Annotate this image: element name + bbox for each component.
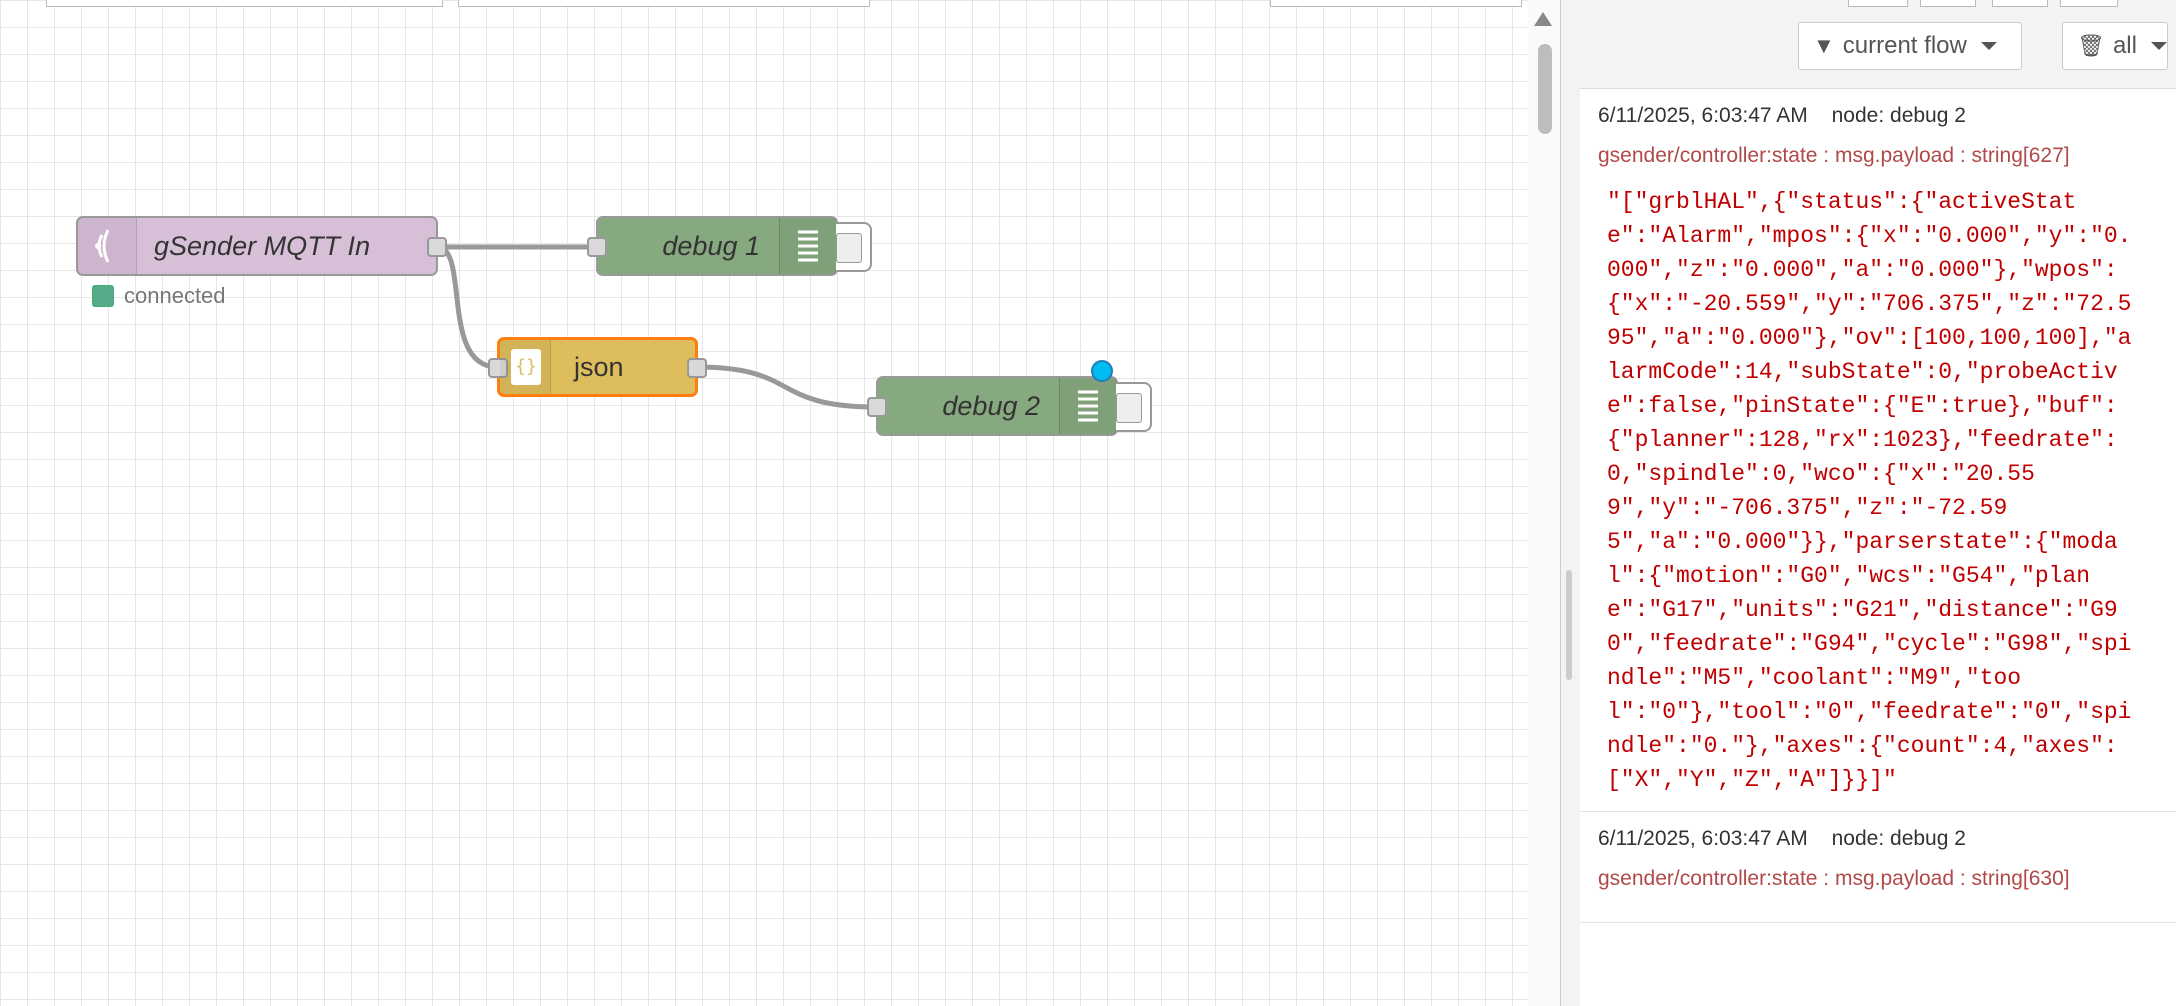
message-timestamp: 6/11/2025, 6:03:47 AM	[1598, 827, 1808, 850]
list-icon	[779, 218, 836, 274]
debug-message[interactable]: 6/11/2025, 6:03:47 AM node: debug 2 gsen…	[1580, 812, 2176, 923]
status-dot-icon	[92, 285, 114, 307]
message-node-link[interactable]: node: debug 2	[1831, 104, 1966, 127]
scrollbar-thumb[interactable]	[1538, 44, 1552, 134]
clear-label: all	[2112, 32, 2137, 59]
debug-1-node[interactable]: debug 1	[587, 216, 838, 276]
sidebar-tab[interactable]	[1920, 0, 1976, 7]
flow-tab[interactable]	[458, 0, 870, 7]
node-label: debug 2	[942, 391, 1040, 421]
wire[interactable]	[696, 364, 877, 410]
debug-sidebar: ▼ current flow 🗑 all 6/11/2025, 6:03:47 …	[1580, 0, 2176, 1006]
node-label: debug 1	[662, 231, 760, 261]
debug-toggle-button[interactable]	[1116, 382, 1152, 432]
sidebar-tab[interactable]	[1848, 0, 1908, 7]
mqtt-in-node[interactable]: gSender MQTT In	[76, 216, 447, 276]
input-port[interactable]	[587, 237, 607, 257]
flow-tab[interactable]	[46, 0, 443, 7]
json-file-icon: {}	[500, 340, 551, 394]
filter-label: current flow	[1842, 32, 1967, 59]
message-timestamp: 6/11/2025, 6:03:47 AM	[1598, 104, 1808, 127]
message-meta: 6/11/2025, 6:03:47 AM node: debug 2	[1598, 101, 2160, 131]
vertical-scrollbar[interactable]	[1528, 0, 1560, 1006]
wires-layer	[436, 244, 877, 410]
message-meta: 6/11/2025, 6:03:47 AM node: debug 2	[1598, 824, 2160, 854]
debug-messages[interactable]: 6/11/2025, 6:03:47 AM node: debug 2 gsen…	[1580, 89, 2176, 1006]
output-port[interactable]	[687, 358, 707, 378]
input-port[interactable]	[867, 397, 887, 417]
changed-indicator-icon	[1091, 360, 1113, 382]
flow-tab[interactable]	[1270, 0, 1522, 7]
debug-message[interactable]: 6/11/2025, 6:03:47 AM node: debug 2 gsen…	[1580, 89, 2176, 812]
message-payload[interactable]: "["grblHAL",{"status":{"activeState":"Al…	[1607, 189, 2132, 793]
sidebar-tab[interactable]	[2060, 0, 2118, 7]
chevron-down-icon	[1980, 42, 1997, 50]
node-label: gSender MQTT In	[154, 231, 371, 261]
chevron-down-icon	[2150, 42, 2167, 50]
sidebar-divider[interactable]	[1560, 0, 1582, 1006]
status-text: connected	[124, 283, 226, 308]
json-node[interactable]: {} json	[488, 337, 707, 397]
message-topic: gsender/controller:state : msg.payload :…	[1598, 144, 2070, 167]
output-port[interactable]	[427, 237, 447, 257]
sidebar-tab[interactable]	[1992, 0, 2048, 7]
filter-icon: ▼	[1813, 33, 1835, 58]
filter-dropdown[interactable]: ▼ current flow	[1798, 22, 2022, 70]
debug-toolbar: ▼ current flow 🗑 all	[1580, 0, 2176, 89]
bridge-wireless-icon	[78, 218, 137, 274]
node-label: json	[574, 352, 624, 382]
list-icon	[1059, 378, 1116, 434]
node-status: connected	[92, 283, 226, 309]
input-port[interactable]	[488, 358, 508, 378]
trash-icon: 🗑	[2077, 33, 2105, 58]
resize-handle[interactable]	[1566, 570, 1572, 680]
message-node-link[interactable]: node: debug 2	[1831, 827, 1966, 850]
flow-workspace[interactable]: gSender MQTT In connected debug 1 {} jso…	[0, 0, 1560, 1006]
scroll-up-icon[interactable]	[1534, 12, 1552, 26]
message-topic: gsender/controller:state : msg.payload :…	[1598, 867, 2070, 890]
debug-toggle-button[interactable]	[836, 222, 872, 272]
wire[interactable]	[436, 244, 498, 370]
debug-2-node[interactable]: debug 2	[867, 376, 1118, 436]
clear-messages-button[interactable]: 🗑 all	[2062, 22, 2168, 70]
